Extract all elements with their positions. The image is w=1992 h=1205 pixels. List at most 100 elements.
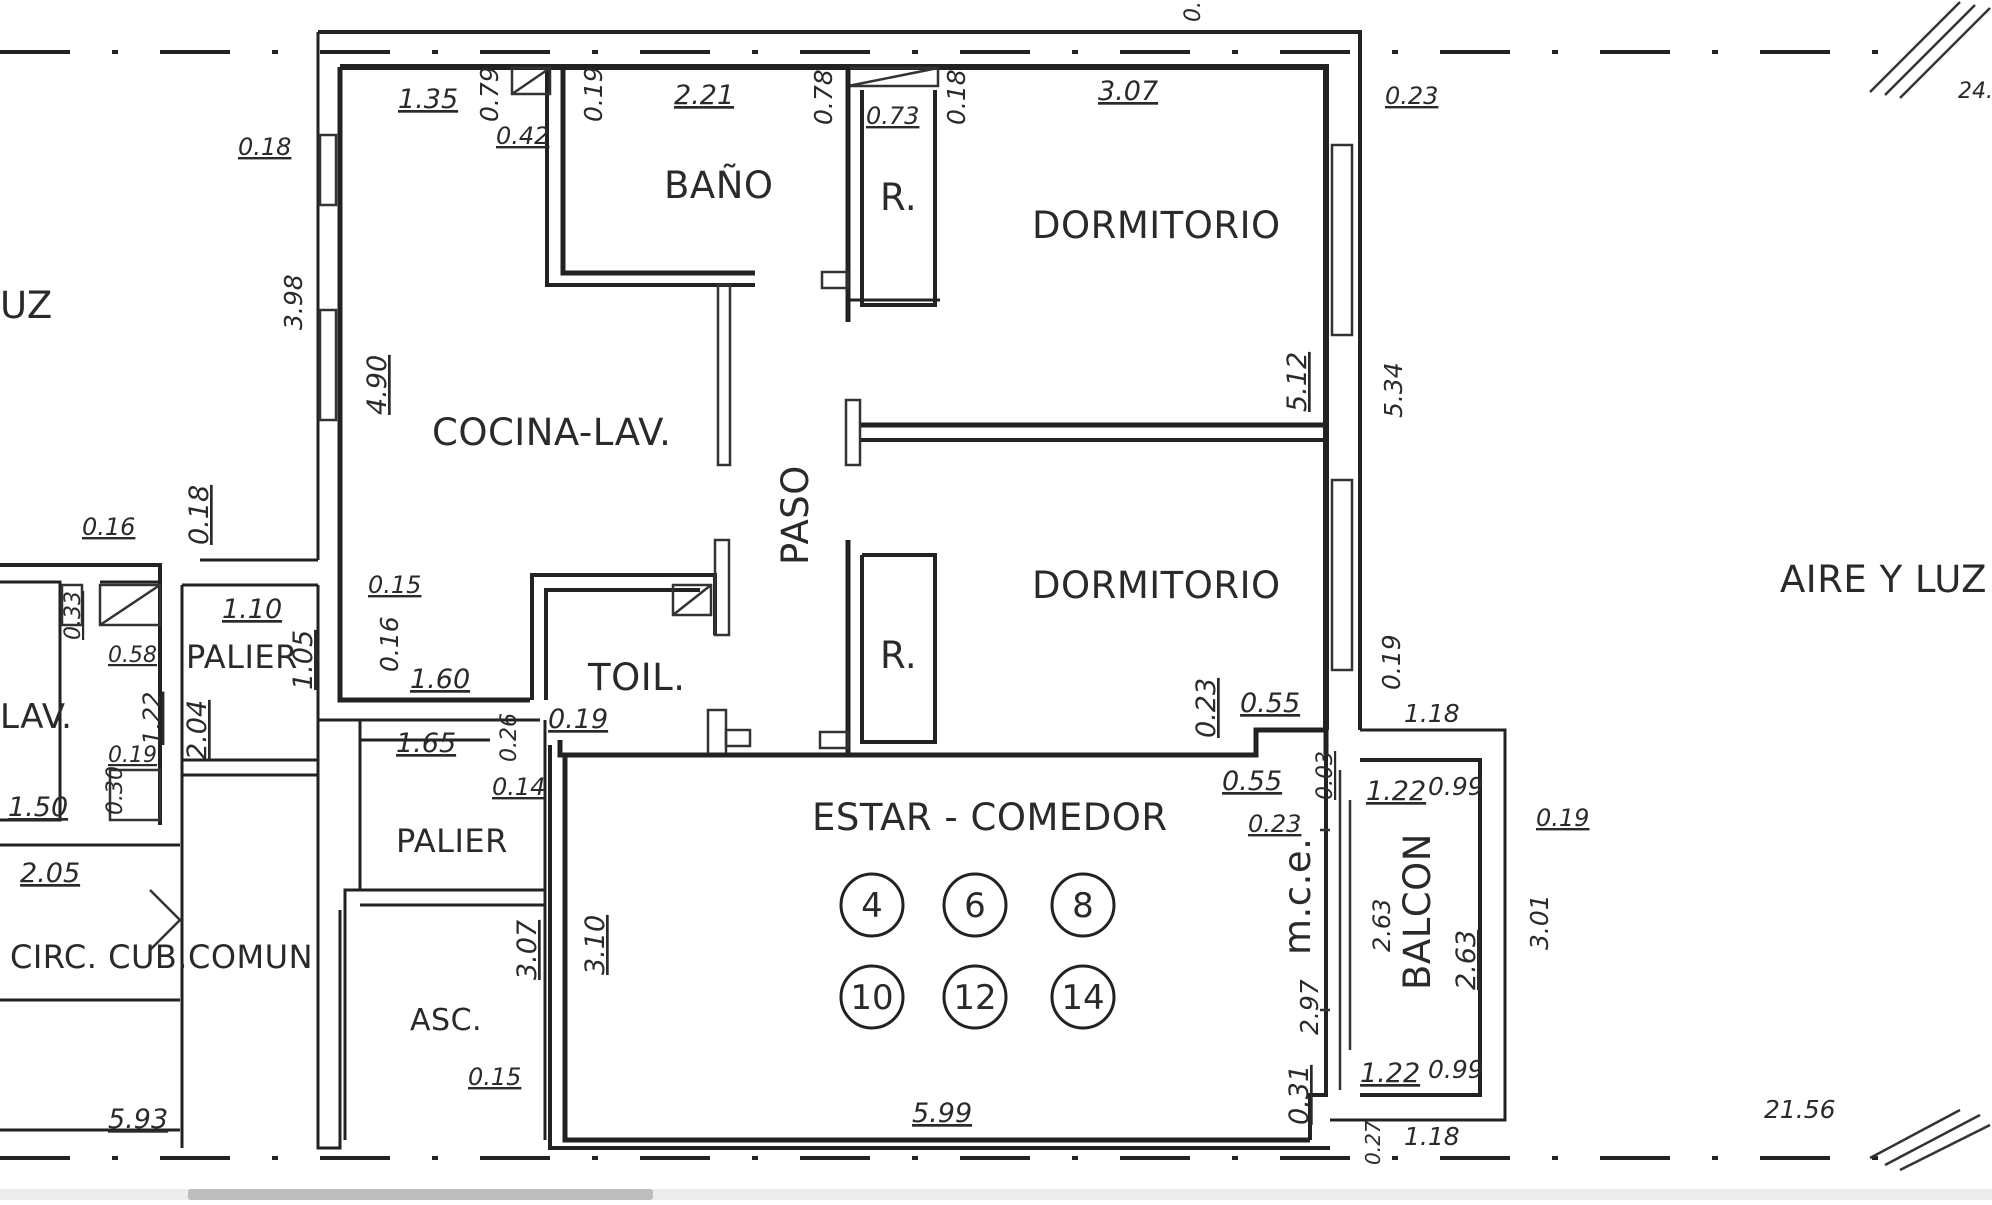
dim-0-55-b: 0.55 bbox=[1222, 766, 1282, 797]
dim-1-50: 1.50 bbox=[8, 792, 68, 823]
dim-3-98: 3.98 bbox=[279, 274, 308, 330]
unit-circle bbox=[1050, 872, 1116, 938]
dim-2-63-b: 2.63 bbox=[1451, 930, 1482, 990]
label-mce: m.c.e. bbox=[1276, 838, 1319, 955]
horizontal-scrollbar[interactable] bbox=[0, 1189, 1992, 1200]
dimension-labels: 1.35 0.79 0.42 0.19 2.21 0.78 0.73 0.18 … bbox=[8, 1, 1992, 1165]
dim-4-90: 4.90 bbox=[362, 355, 393, 415]
dim-0-79: 0.79 bbox=[475, 66, 504, 122]
toilet-walls bbox=[530, 538, 752, 757]
unit-number: 14 bbox=[1061, 978, 1104, 1018]
unit-number: 6 bbox=[964, 886, 986, 926]
dim-1-60: 1.60 bbox=[410, 664, 470, 695]
scrollbar-thumb[interactable] bbox=[188, 1189, 653, 1200]
dim-0-55-a: 0.55 bbox=[1240, 688, 1300, 719]
label-luz-left: UZ bbox=[0, 284, 53, 327]
corner-hatch-bottom-right bbox=[1869, 1108, 1991, 1172]
dim-21-56: 21.56 bbox=[1764, 1095, 1836, 1124]
dim-0-23-a: 0.23 bbox=[1385, 82, 1438, 110]
dim-0-14: 0.14 bbox=[492, 773, 545, 801]
dim-0-18-c: 0.18 bbox=[184, 485, 215, 545]
label-bano: BAÑO bbox=[664, 163, 774, 207]
dim-0-23-c: 0.23 bbox=[1248, 810, 1301, 838]
label-dormitorio-1: DORMITORIO bbox=[1032, 204, 1281, 247]
dim-0-03: 0.03 bbox=[1313, 751, 1338, 800]
dim-1-65: 1.65 bbox=[396, 728, 456, 759]
dim-1-22-c: 1.22 bbox=[1360, 1058, 1420, 1089]
dim-1-10: 1.10 bbox=[222, 594, 282, 625]
room-labels: BAÑO R. DORMITORIO COCINA-LAV. PASO DORM… bbox=[0, 163, 1987, 1038]
dim-5-99: 5.99 bbox=[912, 1098, 972, 1129]
dim-2-97: 2.97 bbox=[1295, 979, 1324, 1035]
dim-1-35: 1.35 bbox=[398, 84, 458, 115]
left-unit-walls bbox=[0, 563, 318, 1148]
dim-0-78: 0.78 bbox=[809, 69, 838, 125]
dim-0-99-a: 0.99 bbox=[1428, 772, 1484, 801]
dim-5-12: 5.12 bbox=[1282, 352, 1313, 412]
closet-top-walls bbox=[820, 67, 940, 322]
label-palier-center: PALIER bbox=[396, 822, 508, 860]
dim-0-99-b: 0.99 bbox=[1428, 1055, 1484, 1084]
dim-0-73: 0.73 bbox=[866, 102, 919, 130]
core-walls bbox=[316, 720, 547, 1150]
dim-0-19-c: 0.19 bbox=[1377, 634, 1406, 690]
label-palier-left: PALIER bbox=[186, 638, 298, 676]
closet-bottom-walls bbox=[818, 540, 937, 755]
dim-0-top: 0. bbox=[1181, 1, 1206, 22]
dim-3-10: 3.10 bbox=[580, 915, 611, 975]
dim-1-22-b: 1.22 bbox=[1366, 776, 1426, 807]
dim-2-63-a: 2.63 bbox=[1368, 899, 1396, 952]
label-asc: ASC. bbox=[410, 1003, 482, 1038]
dim-0-26: 0.26 bbox=[497, 713, 522, 762]
dim-2-21: 2.21 bbox=[674, 80, 734, 111]
dim-1-18-b: 1.18 bbox=[1404, 1122, 1460, 1151]
dim-2-04: 2.04 bbox=[182, 700, 213, 760]
bedroom-divider bbox=[844, 398, 1326, 467]
label-paso: PASO bbox=[774, 465, 817, 565]
dim-3-07-a: 3.07 bbox=[1098, 76, 1158, 107]
dim-0-42: 0.42 bbox=[496, 122, 549, 150]
dim-0-19-b: 0.19 bbox=[108, 743, 157, 768]
label-balcon: BALCON bbox=[1396, 833, 1439, 990]
label-toil: TOIL. bbox=[587, 656, 686, 699]
dim-0-27: 0.27 bbox=[1361, 1120, 1385, 1165]
label-closet-top: R. bbox=[880, 176, 917, 219]
unit-number: 12 bbox=[953, 978, 996, 1018]
label-estar-comedor: ESTAR - COMEDOR bbox=[812, 796, 1168, 839]
outer-walls bbox=[200, 30, 1362, 730]
label-cocina: COCINA-LAV. bbox=[432, 411, 671, 454]
unit-circle bbox=[1050, 964, 1116, 1030]
unit-numbers: 4 6 8 10 12 14 bbox=[839, 872, 1116, 1030]
label-closet-bottom: R. bbox=[880, 634, 917, 677]
unit-circle bbox=[942, 872, 1008, 938]
label-dormitorio-2: DORMITORIO bbox=[1032, 564, 1281, 607]
kitchen-stub-wall bbox=[716, 283, 732, 467]
dim-0-19-a: 0.19 bbox=[579, 66, 608, 122]
dim-0-23-b: 0.23 bbox=[1191, 678, 1222, 738]
unit-number: 8 bbox=[1072, 886, 1094, 926]
dim-0-18-b: 0.18 bbox=[238, 133, 291, 161]
dim-5-34: 5.34 bbox=[1379, 362, 1408, 418]
right-windows bbox=[1330, 143, 1354, 672]
unit-circle bbox=[942, 964, 1008, 1030]
label-aire-y-luz: AIRE Y LUZ bbox=[1780, 558, 1987, 601]
label-lav: LAV. bbox=[0, 697, 73, 737]
dim-24: 24. bbox=[1958, 79, 1992, 104]
dim-0-15-a: 0.15 bbox=[368, 571, 421, 599]
unit-number: 4 bbox=[861, 886, 883, 926]
dim-2-05: 2.05 bbox=[20, 858, 80, 889]
dim-0-58: 0.58 bbox=[108, 643, 157, 668]
dim-5-93: 5.93 bbox=[108, 1104, 168, 1135]
dim-0-18-a: 0.18 bbox=[942, 69, 971, 125]
unit-circle bbox=[839, 872, 905, 938]
dim-0-15-b: 0.15 bbox=[468, 1063, 521, 1091]
dim-0-19-e: 0.19 bbox=[1536, 804, 1589, 832]
balcony-walls bbox=[1320, 758, 1482, 1097]
living-room-walls bbox=[548, 727, 1507, 1150]
dim-0-19-d: 0.19 bbox=[548, 704, 608, 735]
dim-1-22-a: 1.22 bbox=[138, 692, 166, 745]
dim-0-31: 0.31 bbox=[1284, 1065, 1315, 1125]
dim-0-16-b: 0.16 bbox=[375, 616, 404, 672]
unit-number: 10 bbox=[850, 978, 893, 1018]
